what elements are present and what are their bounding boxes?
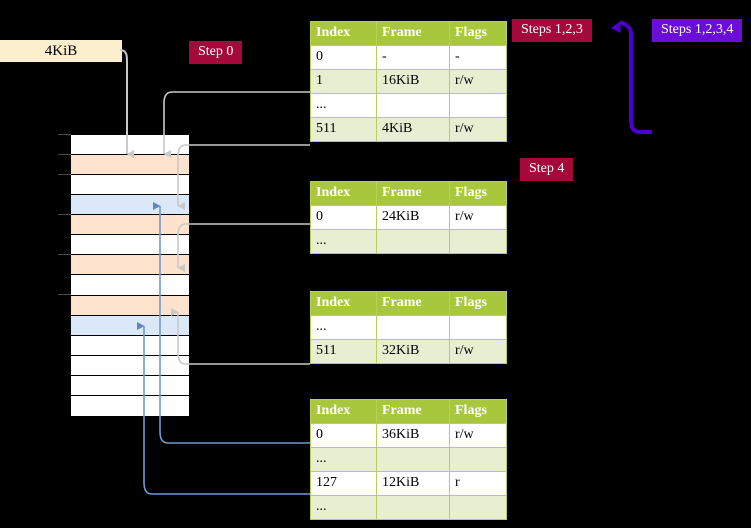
- cell-index: 127: [310, 471, 377, 496]
- cell-frame: -: [376, 45, 450, 70]
- column-header-frame: Frame: [376, 291, 450, 316]
- column-header-flags: Flags: [449, 399, 507, 424]
- memory-frame-row: [71, 175, 189, 196]
- column-header-index: Index: [310, 21, 377, 46]
- memory-tick: [58, 154, 71, 155]
- cell-index: 0: [310, 423, 377, 448]
- cell-flags: [449, 495, 507, 520]
- cell-frame: 36KiB: [376, 423, 450, 448]
- cell-flags: [449, 93, 507, 118]
- connector-level2-row511: [171, 308, 310, 365]
- cell-index: ...: [310, 495, 377, 520]
- column-header-index: Index: [310, 399, 377, 424]
- table-row: ...: [310, 495, 507, 520]
- cell-frame: 16KiB: [376, 69, 450, 94]
- connector-level1-row0: [177, 223, 310, 272]
- cell-frame: [376, 229, 450, 254]
- memory-frame-row: [71, 215, 189, 236]
- cell-index: 511: [310, 117, 377, 142]
- size-label-box: 4KiB: [0, 40, 122, 62]
- column-header-frame: Frame: [376, 181, 450, 206]
- cell-flags: r/w: [449, 423, 507, 448]
- cell-frame: 12KiB: [376, 471, 450, 496]
- memory-frame-row: [71, 235, 189, 256]
- cell-frame: 32KiB: [376, 339, 450, 364]
- table-row: ...: [310, 447, 507, 472]
- column-header-flags: Flags: [449, 291, 507, 316]
- column-header-frame: Frame: [376, 399, 450, 424]
- cell-frame: [376, 447, 450, 472]
- memory-frame-row: [71, 195, 189, 216]
- memory-tick: [58, 254, 71, 255]
- table-row: ...: [310, 93, 507, 118]
- cell-frame: [376, 93, 450, 118]
- memory-frame-row: [71, 155, 189, 176]
- cell-index: 511: [310, 339, 377, 364]
- cell-index: ...: [310, 315, 377, 340]
- table-row: ...: [310, 315, 507, 340]
- table-row: ...: [310, 229, 507, 254]
- cell-index: ...: [310, 229, 377, 254]
- cell-flags: r: [449, 471, 507, 496]
- memory-tick: [58, 134, 71, 135]
- cell-frame: 24KiB: [376, 205, 450, 230]
- column-header-index: Index: [310, 181, 377, 206]
- memory-frame-row: [71, 375, 189, 396]
- cell-index: ...: [310, 447, 377, 472]
- cell-flags: r/w: [449, 205, 507, 230]
- memory-frame-row: [71, 275, 189, 296]
- memory-tick: [58, 294, 71, 295]
- badge-steps-1234: Steps 1,2,3,4: [652, 19, 743, 42]
- arrow-steps-loopback: [610, 20, 652, 134]
- cell-flags: r/w: [449, 117, 507, 142]
- table-row: 0--: [310, 45, 507, 70]
- connector-level0-row511: [177, 144, 310, 210]
- cell-flags: [449, 447, 507, 472]
- column-header-flags: Flags: [449, 21, 507, 46]
- memory-frame-row: [71, 395, 189, 416]
- physical-memory-column: [70, 134, 190, 416]
- memory-frame-row: [71, 135, 189, 156]
- cell-flags: r/w: [449, 339, 507, 364]
- memory-tick: [58, 174, 71, 175]
- cell-frame: [376, 315, 450, 340]
- memory-tick: [58, 214, 71, 215]
- column-header-index: Index: [310, 291, 377, 316]
- column-header-frame: Frame: [376, 21, 450, 46]
- cell-index: 0: [310, 45, 377, 70]
- cell-flags: r/w: [449, 69, 507, 94]
- cell-frame: 4KiB: [376, 117, 450, 142]
- column-header-flags: Flags: [449, 181, 507, 206]
- memory-frame-row: [71, 335, 189, 356]
- cell-index: ...: [310, 93, 377, 118]
- badge-step-0: Step 0: [189, 41, 243, 64]
- badge-step-4: Step 4: [520, 158, 574, 181]
- memory-frame-row: [71, 295, 189, 316]
- cell-flags: [449, 229, 507, 254]
- cell-flags: [449, 315, 507, 340]
- memory-frame-row: [71, 255, 189, 276]
- memory-frame-row: [71, 355, 189, 376]
- cell-flags: -: [449, 45, 507, 70]
- cell-index: 1: [310, 69, 377, 94]
- memory-frame-row: [71, 315, 189, 336]
- cell-frame: [376, 495, 450, 520]
- cell-index: 0: [310, 205, 377, 230]
- badge-steps-123: Steps 1,2,3: [512, 19, 592, 42]
